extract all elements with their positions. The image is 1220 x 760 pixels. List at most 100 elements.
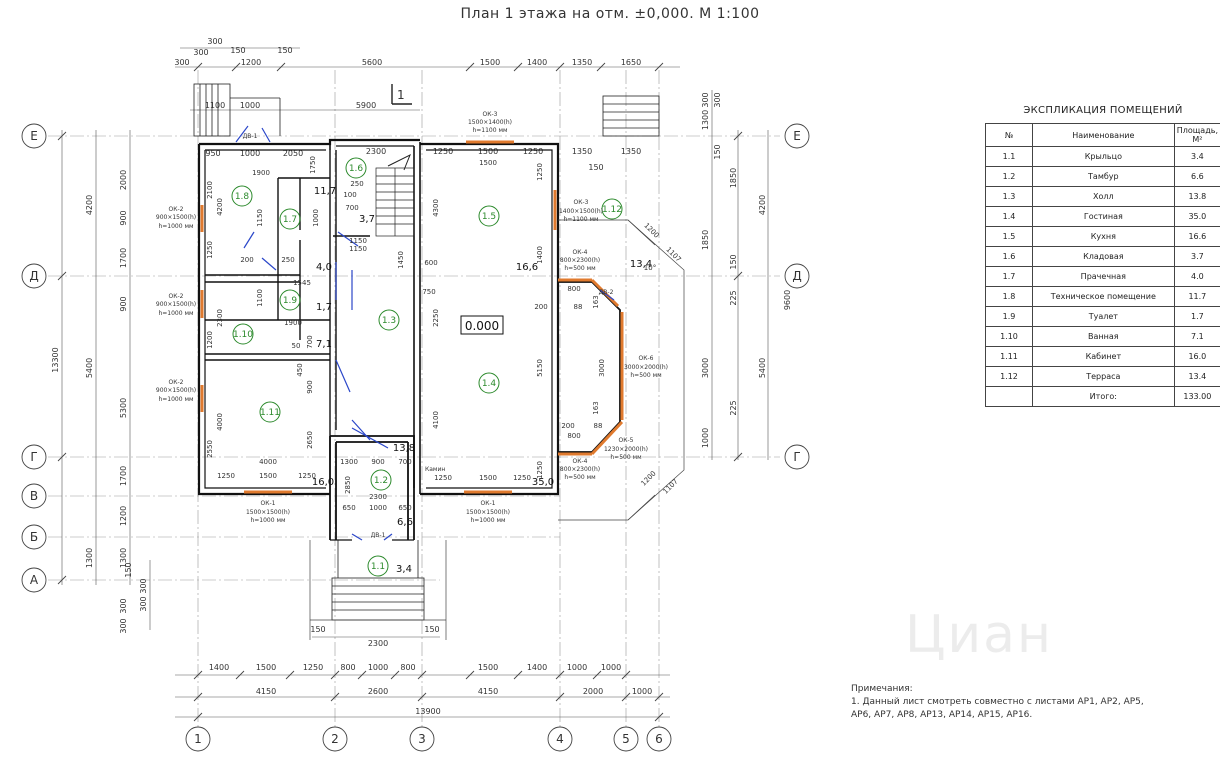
room-1.5-area: 16,6 [516,262,538,273]
window-label-7-sill: h=1000 мм [470,517,505,524]
room-1.5-number: 1.5 [482,212,496,222]
window-label-1-mark: ОК-3 [483,111,498,118]
cell-name: Кабинет [1031,346,1175,367]
window-label-5-mark: ОК-2 [169,379,184,386]
inner-dim-49: 163 [592,295,600,308]
axis-label-1: 1 [194,732,202,746]
inner-dim-35: 1000 [369,504,387,512]
window-openings [200,140,624,494]
axis-label-E-right: Е [793,129,801,143]
inner-dim-38: 1450 [397,251,405,269]
dim-inner-top-5: 1500 [478,147,498,156]
room-1.7-area: 4,0 [316,262,332,273]
cell-name: Ванная [1031,326,1175,347]
room-1.4-number: 1.4 [482,379,497,389]
window-label-11-sill: h=500 мм [610,454,641,461]
cell-number: 1.5 [985,226,1033,247]
room-1.9-area: 1,7 [316,302,332,313]
inner-dim-42: 2250 [432,309,440,327]
axis-label-G-left: Г [30,450,37,464]
window-label-8-mark: ОК-4 [573,249,588,256]
inner-dim-18: 450 [296,363,304,376]
window-label-3-size: 900×1500(h) [156,214,196,221]
cell-name: Терраса [1031,366,1175,387]
cell-number: 1.12 [985,366,1033,387]
dim-right-mid-2: 150 [729,254,738,269]
table-header-row: № Наименование Площадь, М² [985,123,1220,147]
room-1.2-number: 1.2 [374,476,388,486]
room-1.4-area: 35,0 [532,477,554,488]
room-1.9-number: 1.9 [283,296,298,306]
inner-dim-16: 700 [306,335,314,348]
dim-bottom1-1: 1500 [256,663,276,672]
inner-dim-56: 1250 [536,461,544,479]
dim-bottom1-0: 1400 [209,663,229,672]
dim-bottom2-1: 2600 [368,687,388,696]
dim-left-total: 13300 [51,347,60,372]
inner-dim-3: 700 [345,204,358,212]
inner-dim-26: 4000 [259,458,277,466]
inner-dim-50: 88 [594,422,603,430]
axis-label-6: 6 [655,732,663,746]
inner-dim-39: 1150 [349,237,367,245]
dim-top1-2: 150 [230,46,245,55]
door-label-2: ДВ-1 [371,532,386,539]
cell-number: 1.3 [985,186,1033,207]
porch-outline [309,540,447,640]
notes-title: Примечания: [851,684,913,694]
window-label-6-mark: ОК-1 [261,500,276,507]
cell-area: 16.6 [1173,226,1220,247]
inner-dim-59: 3000 [598,359,606,377]
header-number: № [985,123,1033,147]
cell-name: Тамбур [1031,166,1175,187]
window-label-5-size: 900×1500(h) [156,387,196,394]
dimension-lines [61,47,769,718]
room-1.1-number: 1.1 [371,562,385,572]
inner-dim-10: 250 [281,256,294,264]
door-label-1: ДВ-1 [243,133,258,140]
inner-dim-46: 800 [567,285,580,293]
window-label-4-sill: h=1000 мм [158,310,193,317]
dim-bottom1-4: 1000 [368,663,388,672]
inner-dim-25: 1250 [298,472,316,480]
window-label-2-sill: h=1100 мм [563,216,598,223]
axis-label-A-left: А [30,573,39,587]
window-label-5-sill: h=1000 мм [158,396,193,403]
dim-left-small-2: 300 [139,596,148,611]
level-mark: 0.000 [465,319,499,333]
dim-top1-0: 300 [207,37,222,46]
window-label-7-mark: ОК-1 [481,500,496,507]
section-cut-number: 1 [397,88,405,102]
inner-dim-6: 2100 [206,181,214,199]
dim-left-mid-4: 5300 [119,398,128,418]
notes-line-1: 1. Данный лист смотреть совместно с лист… [851,697,1144,707]
cell-area: 3.7 [1173,246,1220,267]
window-label-4-mark: ОК-2 [169,293,184,300]
inner-dim-36: 650 [398,504,411,512]
dim-left-outer-2: 1300 [85,548,94,568]
dim-left-mid-0: 2000 [119,170,128,190]
cell-area: 16.0 [1173,346,1220,367]
room-1.12-area: 13,4 [630,259,652,270]
dim-right-outer-0: 4200 [758,195,767,215]
table-total-row: Итого:133.00 [985,386,1220,407]
cell-number: 1.7 [985,266,1033,287]
room-1.8-area: 11,7 [314,186,336,197]
inner-dim-14: 2300 [216,309,224,327]
inner-dim-4: 1150 [349,245,367,253]
cell-area: 7.1 [1173,326,1220,347]
inner-dim-65: 1107 [661,477,679,495]
axis-label-D-right: Д [792,269,801,283]
dim-right-top-3: 150 [713,144,722,159]
dim-inner-top-1: 1000 [240,149,260,158]
cell-area: 13.8 [1173,186,1220,207]
dim-inner-top-6: 1250 [523,147,543,156]
inner-dim-37: 2300 [369,493,387,501]
dim-bottom2-4: 1000 [632,687,652,696]
